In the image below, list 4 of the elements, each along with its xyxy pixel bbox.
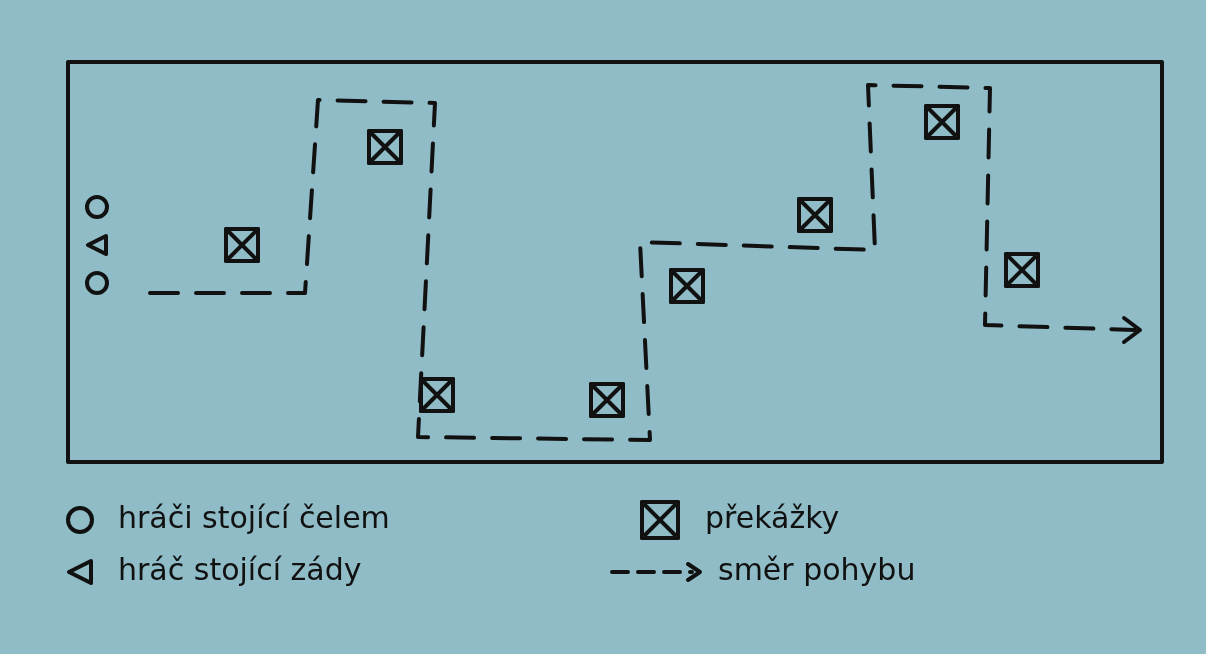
legend-text: směr pohybu: [718, 552, 916, 588]
legend-text: hráči stojící čelem: [118, 500, 390, 536]
legend-text: hráč stojící zády: [118, 552, 362, 588]
legend-text: překážky: [705, 500, 840, 536]
